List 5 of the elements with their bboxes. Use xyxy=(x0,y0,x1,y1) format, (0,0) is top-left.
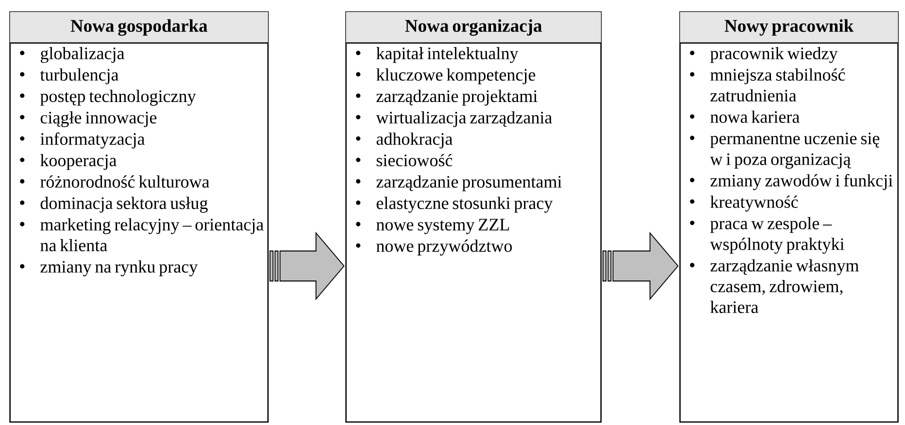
column-box: Nowa organizacja kapitał intelektualny kluczowe kompetencje zarządzanie projektami wirtualizacja zarządzania adhokracja sieciowość zarządzanie prosumentami elastyczne stosunki pracy nowe systemy ZZL nowe przywództwo xyxy=(345,11,602,423)
block-arrow xyxy=(602,232,679,300)
column-box: Nowy pracownik pracownik wiedzy mniejsza stabilność zatrudnienia nowa kariera permanentne uczenie się w i poza organizacją zmiany zawodów i funkcji kreatywność praca w zespole – wspólnoty praktyki zarządzanie własnym czasem, zdrowiem, kariera xyxy=(679,11,899,423)
column-box: Nowa gospodarka globalizacja turbulencja postęp technologiczny ciągłe innowacje informatyzacja kooperacja różnorodność kulturowa dominacja sektora usług marketing relacyjny – orientacja na klienta zmiany na rynku pracy xyxy=(9,11,269,423)
block-arrow xyxy=(270,232,345,300)
